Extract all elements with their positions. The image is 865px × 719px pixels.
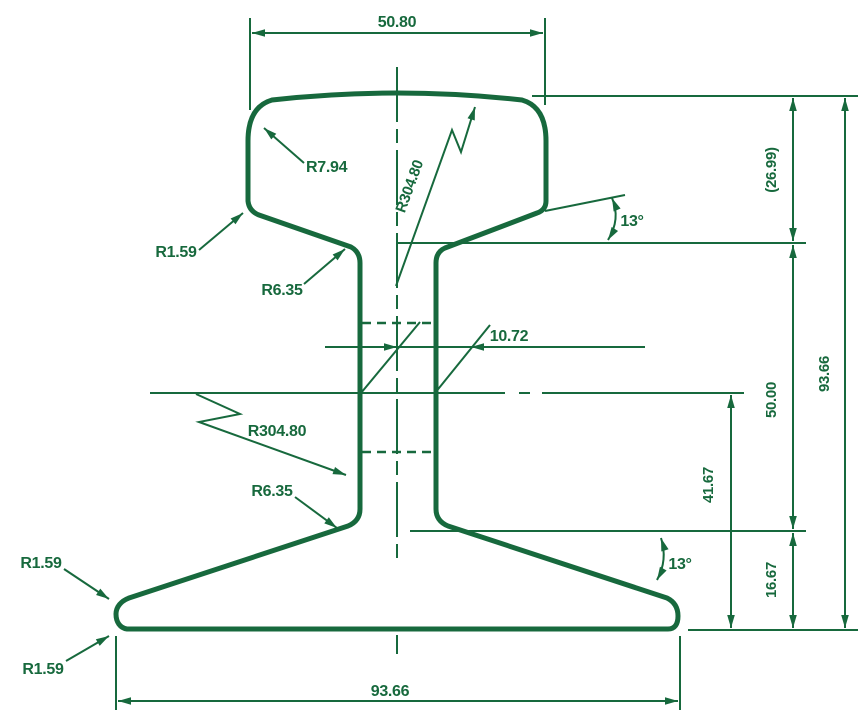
dim-base-width-label: 93.66 xyxy=(371,683,410,700)
right-extension-lines xyxy=(397,95,858,631)
dim-base-width xyxy=(115,636,681,710)
angle-arc-base xyxy=(656,537,669,581)
slope-extension-line xyxy=(544,194,626,212)
oblique-extension-line xyxy=(360,321,421,394)
dim-base-angle-label: 13° xyxy=(668,556,691,573)
leader-head-underside-radius-label: R1.59 xyxy=(155,244,197,261)
leader-upper-web-fillet xyxy=(303,248,346,285)
oblique-extension-line xyxy=(434,324,491,394)
leader-web-face-radius xyxy=(195,393,347,476)
dim-neutral-axis-label: 41.67 xyxy=(700,467,717,503)
leader-web-face-radius-label: R304.80 xyxy=(248,423,307,440)
dim-base-edge-height-label: 16.67 xyxy=(763,562,780,598)
leader-lower-web-fillet xyxy=(294,496,338,529)
rail-outline xyxy=(113,90,681,632)
leader-head-underside-radius xyxy=(198,212,244,251)
leader-base-tip-radius-top xyxy=(63,568,110,600)
dim-head-width xyxy=(249,18,546,110)
dim-head-underside-angle xyxy=(544,194,626,241)
angle-arc xyxy=(607,197,621,241)
leader-base-tip-radius-bottom-label: R1.59 xyxy=(22,661,64,678)
leader-crown-radius xyxy=(395,106,476,287)
leader-head-corner-radius xyxy=(263,127,305,164)
dim-web-thickness-label: 10.72 xyxy=(490,328,529,345)
dim-web-span-label: 50.00 xyxy=(763,382,780,418)
dim-overall-height-label: 93.66 xyxy=(816,356,833,392)
leader-upper-web-fillet-label: R6.35 xyxy=(261,282,303,299)
leader-head-corner-radius-label: R7.94 xyxy=(306,159,348,176)
leader-lower-web-fillet-label: R6.35 xyxy=(251,483,293,500)
leader-base-tip-radius-bottom xyxy=(65,635,110,662)
dim-head-width-label: 50.80 xyxy=(378,14,417,31)
dim-web-thickness xyxy=(325,321,645,394)
dim-head-underside-angle-label: 13° xyxy=(620,213,643,230)
leader-base-tip-radius-top-label: R1.59 xyxy=(20,555,62,572)
dim-head-depth-label: (26.99) xyxy=(763,147,780,193)
